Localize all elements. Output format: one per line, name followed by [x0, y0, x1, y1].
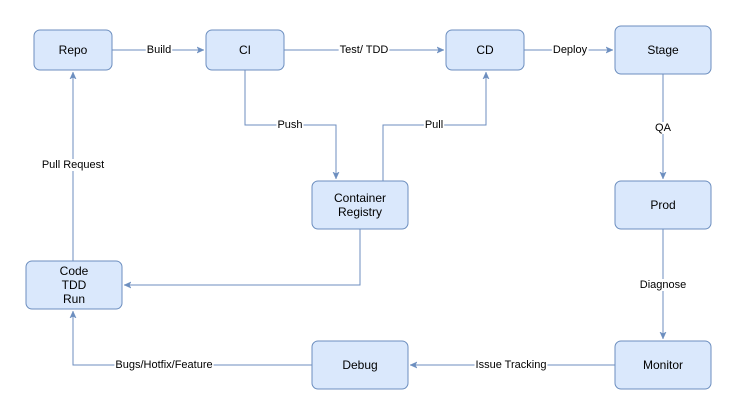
node-box: [614, 180, 712, 230]
edge-label-text: Pull Request: [42, 159, 104, 171]
edge-label-qa: QA: [654, 122, 673, 134]
node-box: [311, 340, 409, 390]
edge-label-text: Pull: [425, 119, 443, 131]
edge-label-deploy: Deploy: [551, 44, 589, 56]
edge-label-text: Test/ TDD: [340, 44, 389, 56]
edge-label-background: [40, 159, 106, 171]
edge-label-text: Build: [147, 44, 171, 56]
node-debug: Debug: [311, 340, 409, 390]
edge-label-pull-request: Pull Request: [40, 159, 106, 171]
node-box: [614, 340, 712, 390]
node-label: Run: [63, 292, 85, 306]
node-label: Prod: [650, 198, 675, 212]
node-label: CD: [476, 43, 494, 57]
edge-label-background: [654, 122, 673, 134]
edge-label-background: [638, 279, 688, 291]
edge-label-pull: Pull: [423, 119, 445, 131]
node-prod: Prod: [614, 180, 712, 230]
edge-label-text: Bugs/Hotfix/Feature: [115, 359, 212, 371]
node-label: Debug: [342, 358, 377, 372]
edge-label-background: [423, 119, 445, 131]
node-ci: CI: [205, 29, 285, 71]
edge-label-text: Push: [277, 119, 302, 131]
edge-label-issue-tracking: Issue Tracking: [474, 359, 548, 371]
edge-label-background: [276, 119, 304, 131]
edge-label-text: Diagnose: [640, 279, 686, 291]
edge-label-text: QA: [655, 122, 672, 134]
node-box: [25, 260, 123, 310]
node-label: CI: [239, 43, 251, 57]
node-label: Container: [334, 191, 386, 205]
node-label: TDD: [62, 278, 87, 292]
edge-label-background: [145, 44, 173, 56]
node-label: Registry: [338, 205, 382, 219]
node-cd: CD: [445, 29, 525, 71]
edge-label-background: [114, 359, 214, 371]
edge-label-diagnose: Diagnose: [638, 279, 688, 291]
edge-label-text: Issue Tracking: [476, 359, 547, 371]
node-label: Stage: [647, 43, 679, 57]
node-box: [33, 29, 113, 71]
edge-registry-to-code: [124, 229, 361, 285]
node-monitor: Monitor: [614, 340, 712, 390]
node-label: Code: [60, 264, 89, 278]
edge-label-text: Deploy: [553, 44, 588, 56]
edge-label-background: [551, 44, 589, 56]
edge-label-test-tdd: Test/ TDD: [338, 44, 390, 56]
edge-bugs: [73, 311, 312, 366]
node-label: Monitor: [643, 358, 683, 372]
node-box: [614, 25, 712, 75]
node-stage: Stage: [614, 25, 712, 75]
edge-label-bugs: Bugs/Hotfix/Feature: [114, 359, 214, 371]
edge-label-background: [338, 44, 390, 56]
node-box: [205, 29, 285, 71]
node-box: [445, 29, 525, 71]
node-label: Repo: [59, 43, 88, 57]
node-box: [311, 180, 409, 230]
nodes-layer: Repo CI CD StageContainerRegistryCodeTDDRun…: [25, 25, 712, 390]
edge-label-build: Build: [145, 44, 173, 56]
edge-label-background: [474, 359, 548, 371]
node-repo: Repo: [33, 29, 113, 71]
edge-label-push: Push: [276, 119, 304, 131]
